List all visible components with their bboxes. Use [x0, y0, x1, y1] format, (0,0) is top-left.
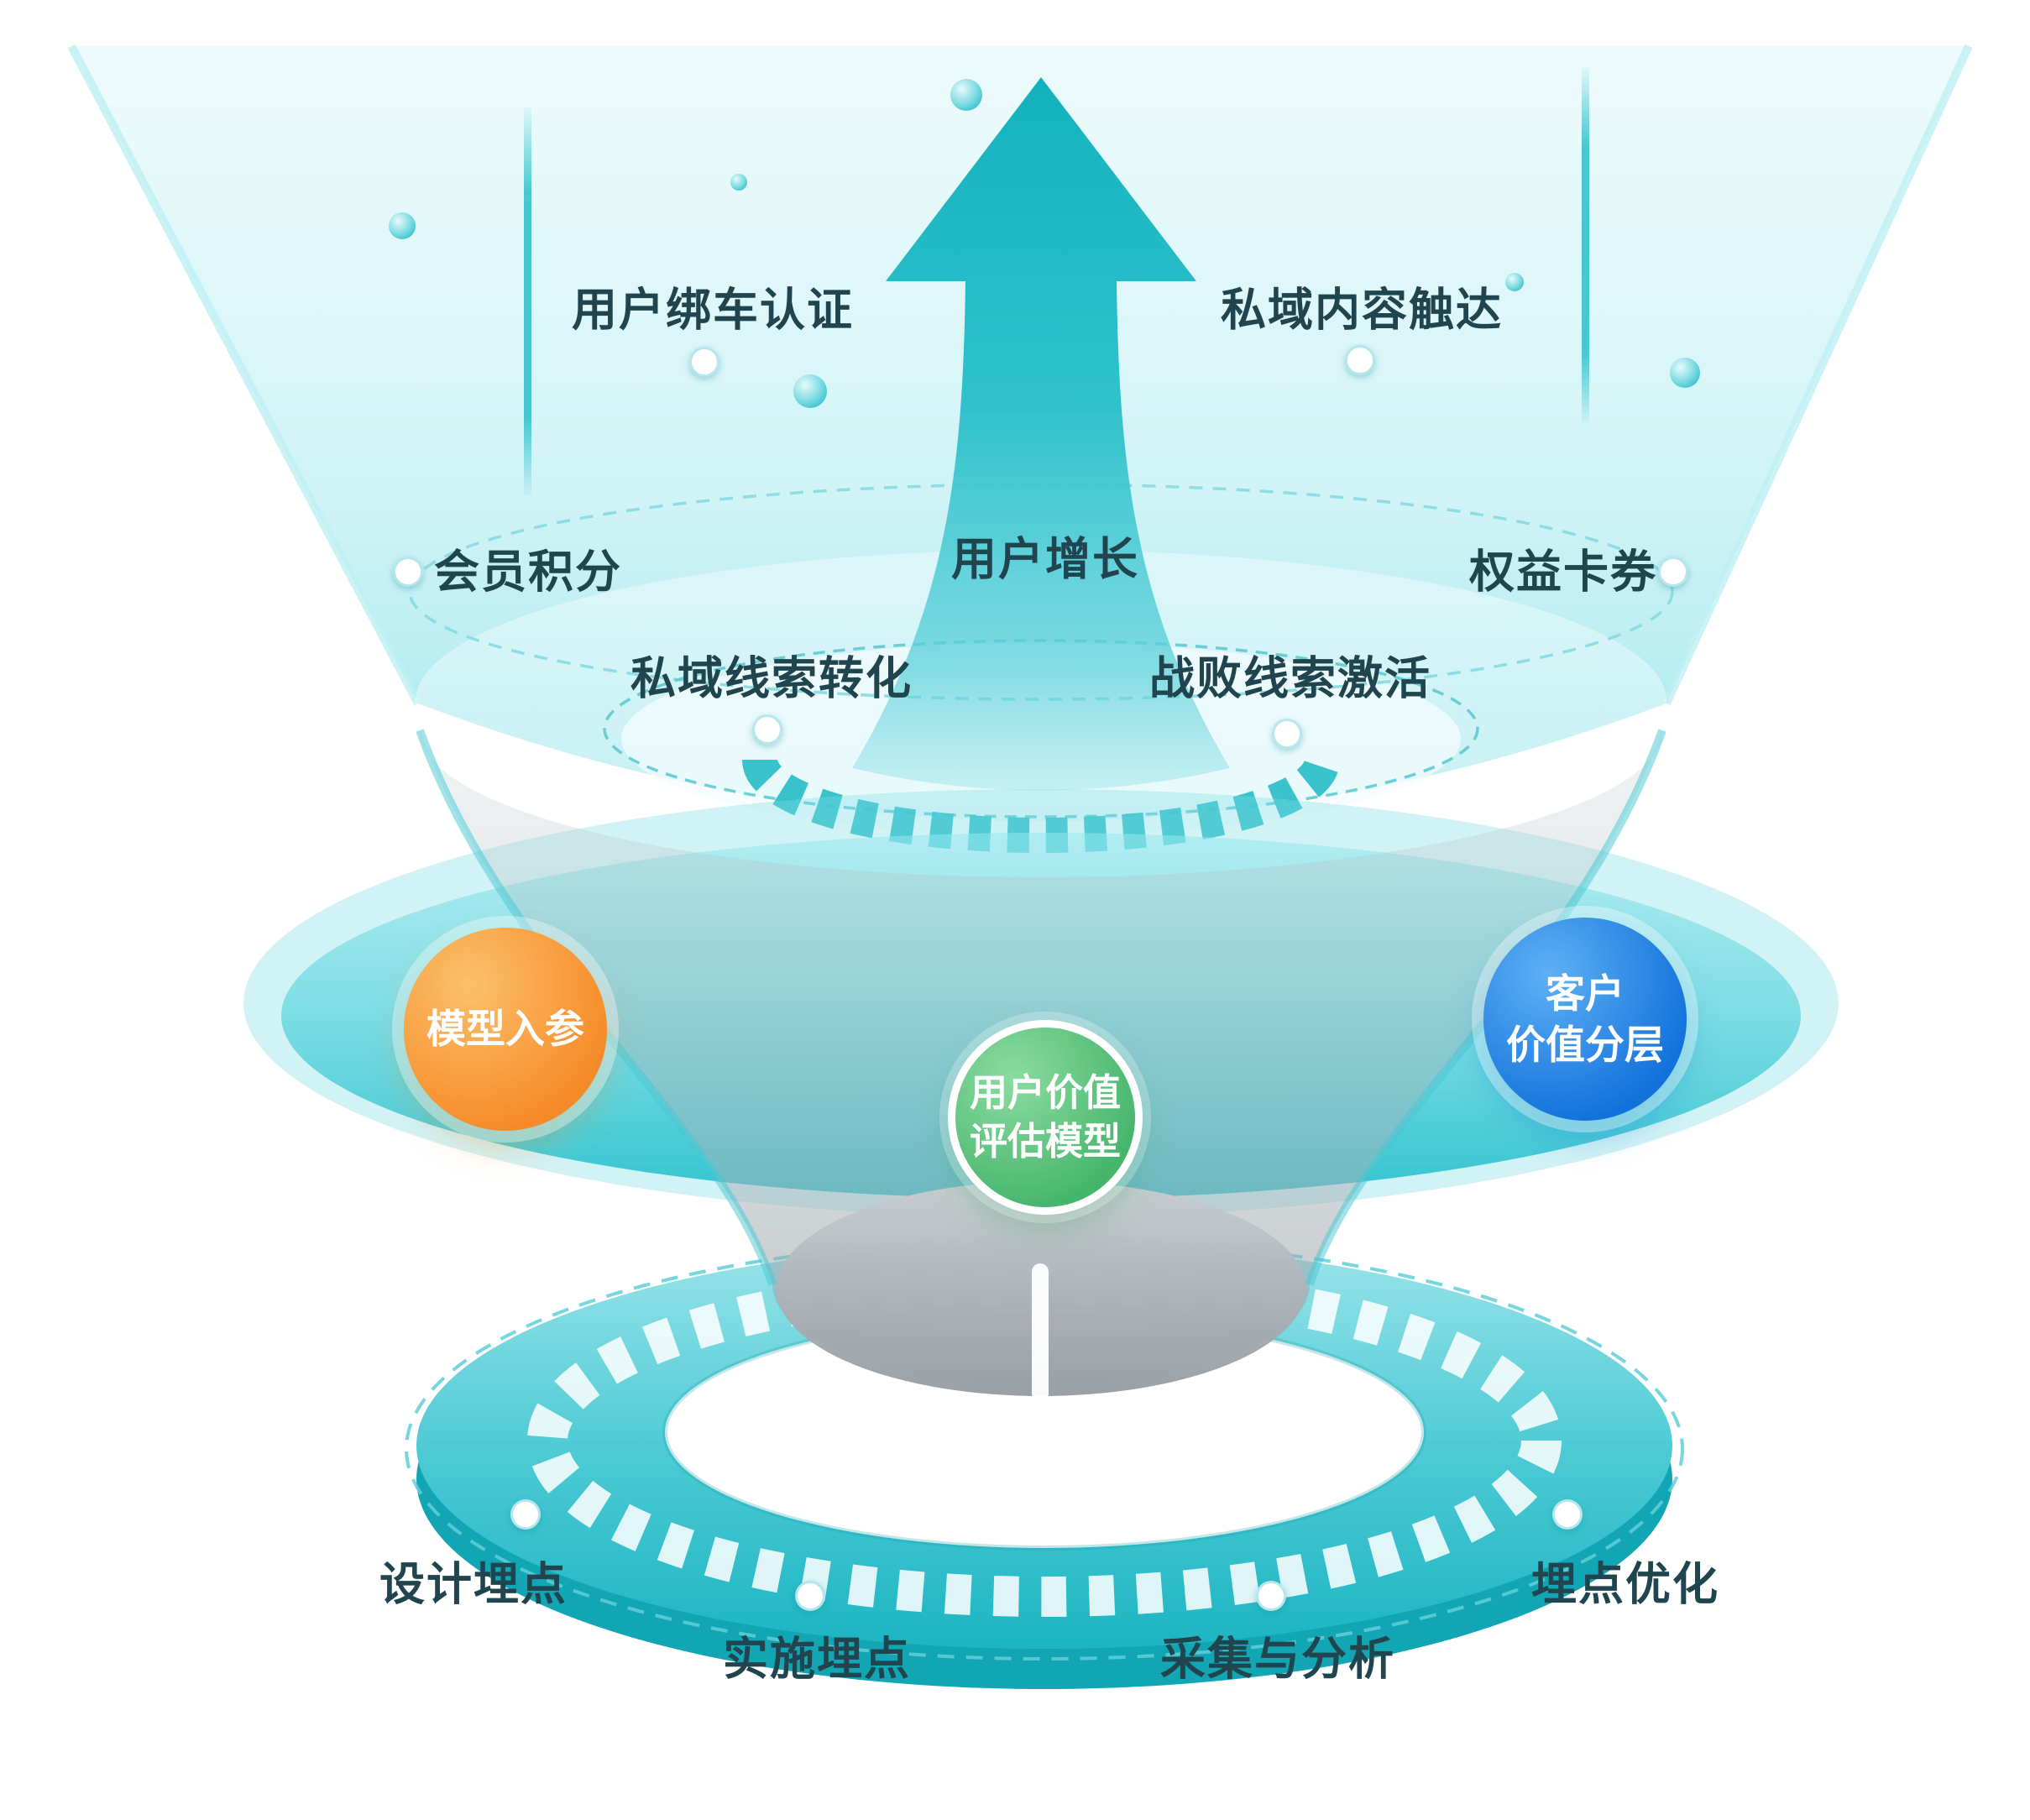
- label-implement-tracking: 实施埋点: [723, 1634, 911, 1685]
- label-rights-cards: 权益卡券: [1469, 547, 1657, 598]
- marker-dot: [1345, 345, 1375, 375]
- label-lost-lead-activation: 战败线索激活: [1149, 653, 1431, 704]
- tick-ring-top: [742, 758, 1340, 853]
- marker-dot: [1552, 1499, 1583, 1530]
- marker-dot: [795, 1581, 825, 1611]
- marker-dot: [1256, 1581, 1286, 1611]
- node-model-input: 模型入参: [404, 928, 607, 1131]
- marker-dot: [1658, 557, 1688, 587]
- node-user-value-model-line1: 用户价值: [969, 1070, 1121, 1114]
- node-user-value-model-line2: 评估模型: [969, 1120, 1121, 1163]
- growth-arrow: [852, 77, 1230, 791]
- marker-dot: [510, 1499, 541, 1530]
- marker-dot: [752, 714, 782, 745]
- bubble-icon: [389, 79, 1700, 408]
- label-user-bind-auth: 用户绑车认证: [572, 285, 854, 336]
- label-user-growth: 用户增长: [951, 534, 1139, 585]
- node-customer-value-tiers-line2: 价值分层: [1506, 1022, 1664, 1067]
- bottom-torus: [405, 1237, 1684, 1689]
- marker-dot: [393, 557, 423, 587]
- label-tracking-optimize: 埋点优化: [1531, 1559, 1719, 1610]
- label-member-points: 会员积分: [434, 547, 622, 598]
- marker-dot: [689, 347, 719, 377]
- accent-line: [524, 67, 1589, 495]
- node-user-value-model: 用户价值 评估模型: [948, 1020, 1143, 1215]
- node-model-input-label: 模型入参: [426, 1007, 584, 1052]
- label-collect-analyze: 采集与分析: [1160, 1634, 1395, 1685]
- node-customer-value-tiers: 客户 价值分层: [1483, 918, 1687, 1121]
- bowl-shape: [777, 1181, 1305, 1402]
- node-customer-value-tiers-line1: 客户: [1546, 970, 1625, 1016]
- label-private-lead-conversion: 私域线索转化: [630, 653, 913, 704]
- label-design-tracking: 设计埋点: [379, 1559, 568, 1610]
- label-private-content-reach: 私域内容触达: [1221, 285, 1503, 336]
- marker-dot: [1272, 719, 1302, 749]
